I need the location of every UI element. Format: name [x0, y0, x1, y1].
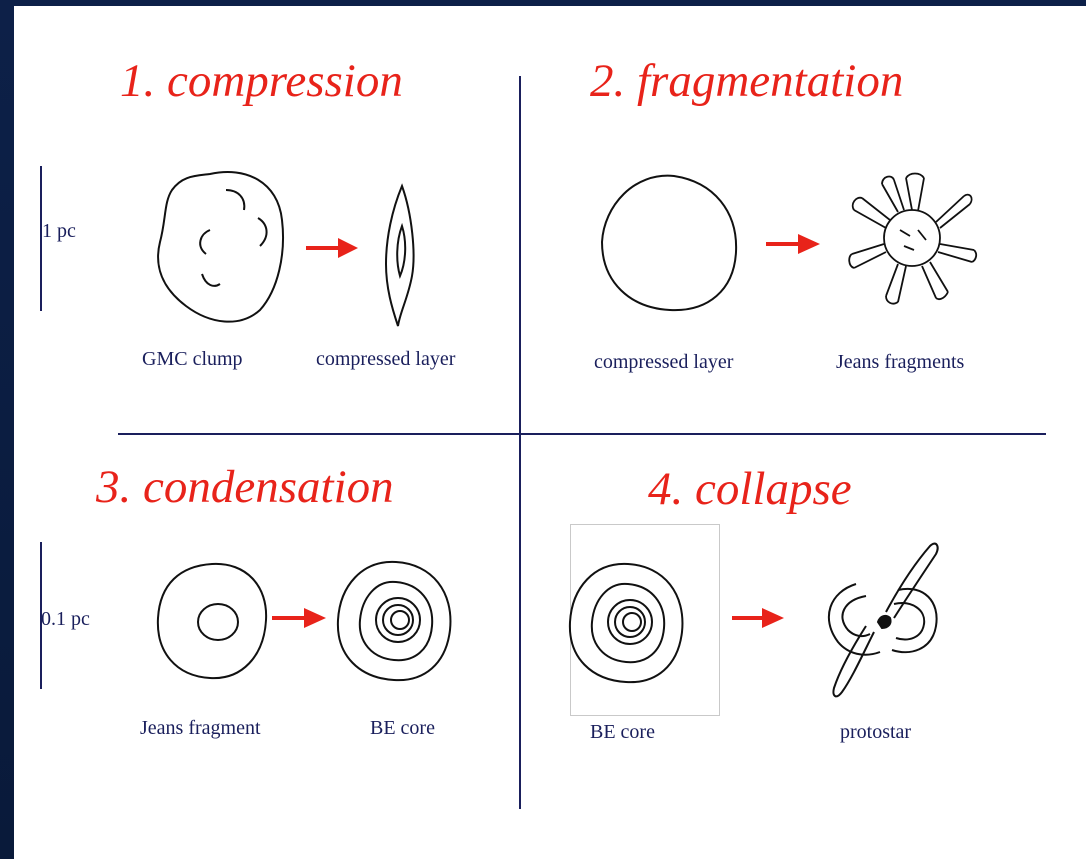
- arrow-compression: [306, 238, 358, 258]
- arrow-fragmentation: [766, 234, 820, 254]
- compressed-layer-drawing-2: [602, 176, 736, 310]
- jeans-fragments-drawing: [849, 174, 976, 304]
- be-core-drawing-1: [338, 562, 451, 680]
- protostar-drawing: [829, 544, 938, 697]
- gmc-clump-drawing: [158, 172, 283, 322]
- arrow-collapse: [732, 608, 784, 628]
- diagram-slide: 1. compression 2. fragmentation 3. conde…: [14, 6, 1086, 859]
- be-core-drawing-2: [570, 564, 683, 682]
- diagram-artwork: [14, 6, 1086, 859]
- jeans-fragment-drawing: [158, 564, 266, 678]
- arrow-condensation: [272, 608, 326, 628]
- compressed-layer-drawing-1: [386, 186, 414, 326]
